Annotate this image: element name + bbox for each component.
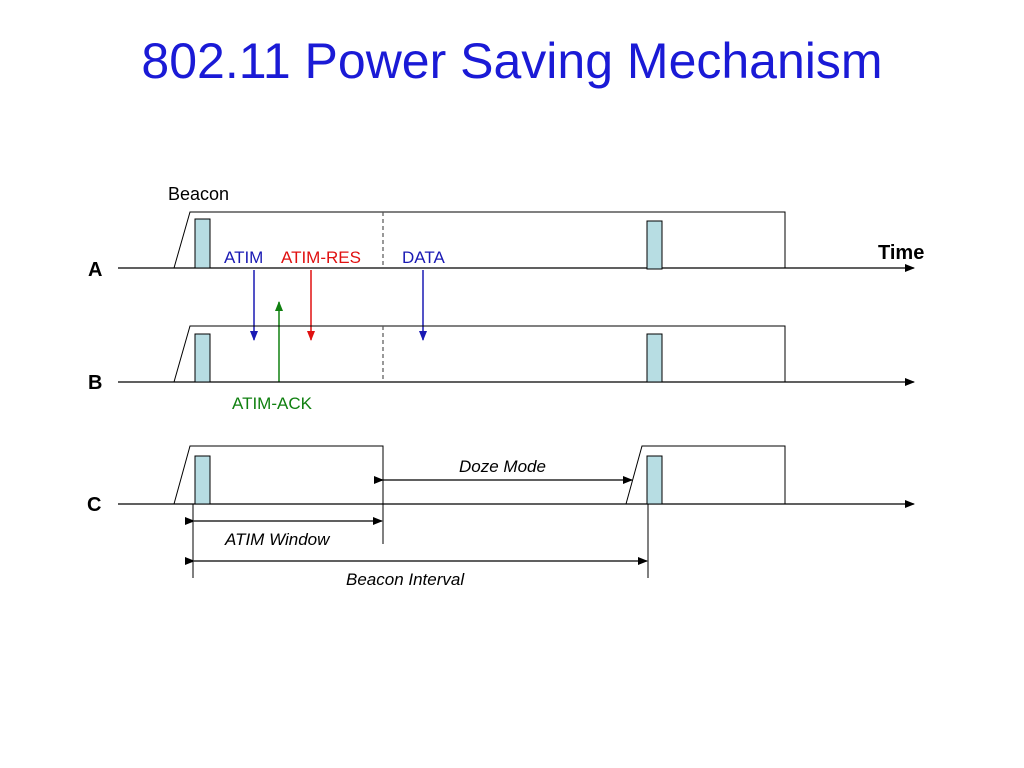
station-a-label: A: [88, 259, 102, 281]
station-c-beacon-1: [194, 455, 211, 505]
station-b-beacon-2: [646, 333, 663, 383]
station-c-awake-envelope-2: [625, 445, 786, 505]
atim-res-label: ATIM-RES: [281, 248, 361, 267]
station-b-awake-envelope: [173, 325, 786, 383]
time-label: Time: [878, 242, 924, 264]
atim-ack-label: ATIM-ACK: [232, 394, 313, 413]
station-a-timeline: A Time ATIM ATIM-RES DATA: [88, 211, 924, 281]
station-c-awake-envelope-1: [173, 445, 384, 505]
doze-mode-label: Doze Mode: [459, 457, 546, 476]
station-a-awake-envelope: [173, 211, 786, 269]
station-c-timeline: C: [87, 445, 915, 516]
data-label: DATA: [402, 248, 445, 267]
beacon-label: Beacon: [168, 184, 229, 204]
atim-label: ATIM: [224, 248, 263, 267]
station-a-beacon-2: [646, 220, 663, 270]
station-b-label: B: [88, 372, 102, 394]
beacon-interval-label: Beacon Interval: [346, 570, 465, 589]
page-title: 802.11 Power Saving Mechanism: [141, 33, 883, 89]
station-c-beacon-2: [646, 455, 663, 505]
station-c-label: C: [87, 494, 101, 516]
station-a-beacon-1: [194, 218, 211, 269]
atim-window-label: ATIM Window: [224, 530, 331, 549]
station-b-beacon-1: [194, 333, 211, 383]
station-b-timeline: B ATIM-ACK: [88, 325, 915, 413]
